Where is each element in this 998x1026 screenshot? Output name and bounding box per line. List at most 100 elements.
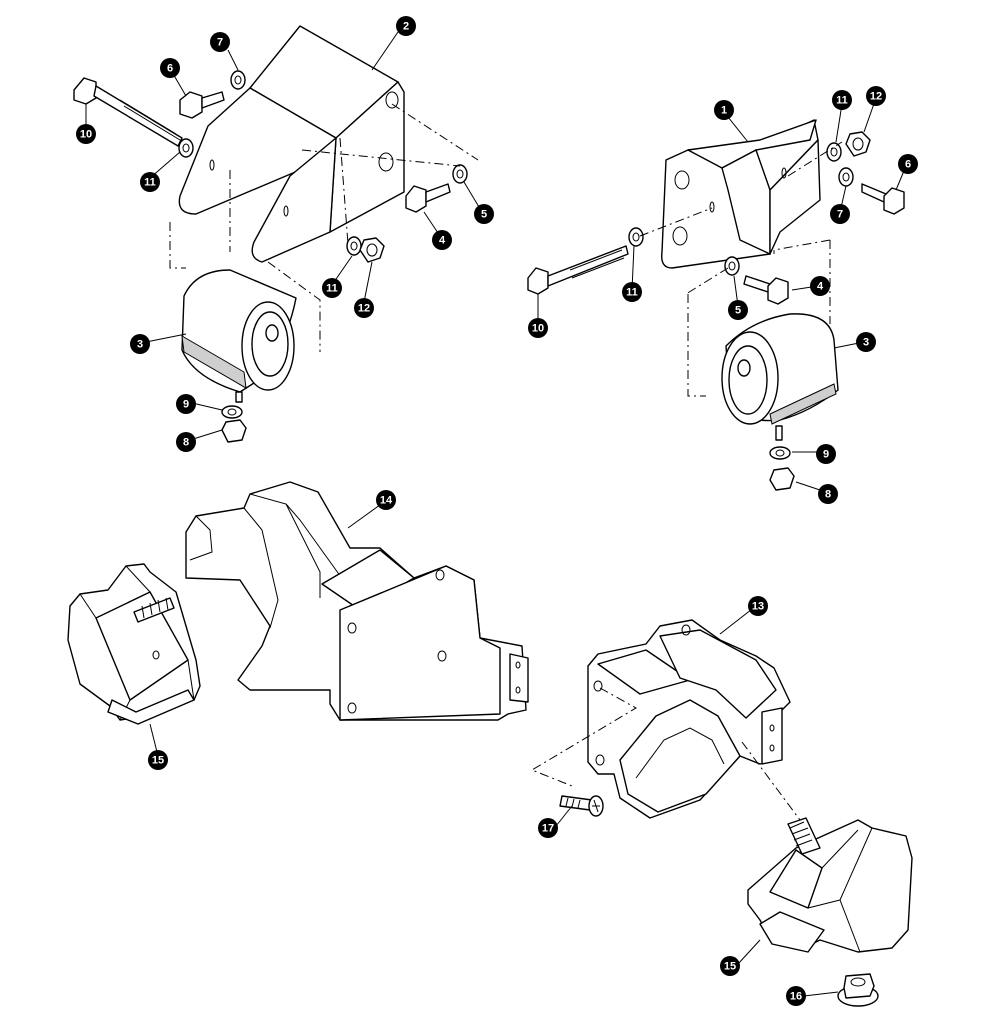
callout-number: 1 (721, 105, 727, 117)
callout-badge-c5: 5 (474, 204, 494, 224)
washer-part-r5 (724, 256, 740, 276)
callout-number: 10 (532, 323, 544, 335)
washer-part-7 (230, 70, 246, 90)
callout-badge-c8: 8 (176, 432, 196, 452)
rubber-mount-part-15 (67, 563, 201, 725)
callout-number: 17 (542, 823, 554, 835)
washer-part-r11 (826, 142, 842, 162)
callout-circle (866, 86, 886, 106)
callout-badge-r11b: 11 (622, 282, 642, 302)
callout-badge-c6: 6 (160, 58, 180, 78)
callout-circle (176, 432, 196, 452)
callout-number: 4 (817, 281, 824, 293)
callout-number: 6 (167, 63, 173, 75)
callout-badge-r12: 12 (866, 86, 886, 106)
callout-circle (816, 444, 836, 464)
assembly-top-left (73, 25, 483, 443)
bracket-part-13 (587, 619, 791, 819)
callout-circle (322, 278, 342, 298)
long-bolt-part-10 (73, 77, 183, 147)
callout-number: 11 (326, 283, 338, 295)
callout-badge-r6: 6 (898, 154, 918, 174)
callout-number: 11 (144, 177, 156, 189)
callout-badge-r9: 9 (816, 444, 836, 464)
callout-number: 5 (735, 305, 741, 317)
callout-number: 3 (137, 339, 143, 351)
washer-part-r11b (628, 227, 644, 247)
rubber-mount-part-r3 (721, 313, 839, 491)
callout-circle (830, 204, 850, 224)
callout-circle (714, 100, 734, 120)
callout-circle (786, 986, 806, 1006)
callout-badge-d17: 17 (538, 818, 558, 838)
callout-badge-r7: 7 (830, 204, 850, 224)
callout-number: 14 (380, 495, 393, 507)
callout-circle (748, 596, 768, 616)
nut-part-r12 (845, 131, 871, 157)
callout-badge-r4: 4 (810, 276, 830, 296)
washer-part-11 (178, 138, 194, 158)
washer-part-5 (452, 164, 468, 184)
bracket-part-2 (178, 25, 405, 263)
callout-badge-b15: 15 (148, 750, 168, 770)
callout-badge-r8: 8 (818, 484, 838, 504)
callout-badge-d13: 13 (748, 596, 768, 616)
callout-circle (76, 124, 96, 144)
callout-number: 10 (80, 129, 92, 141)
callout-number: 11 (836, 95, 848, 107)
callout-badge-b14: 14 (376, 490, 396, 510)
callout-circle (474, 204, 494, 224)
callout-circle (538, 818, 558, 838)
callout-badge-c2: 2 (396, 16, 416, 36)
callout-circle (832, 90, 852, 110)
callout-number: 15 (152, 755, 164, 767)
long-bolt-part-r10 (527, 245, 629, 295)
callout-number: 8 (825, 489, 831, 501)
callout-circle (160, 58, 180, 78)
callout-number: 6 (905, 159, 911, 171)
callout-number: 12 (870, 91, 882, 103)
callout-badge-c11b: 11 (322, 278, 342, 298)
callout-badge-r1: 1 (714, 100, 734, 120)
nut-part-12 (359, 237, 385, 263)
callout-circle (728, 300, 748, 320)
callout-number: 11 (626, 287, 638, 299)
callout-circle (396, 16, 416, 36)
callout-badge-c11: 11 (140, 172, 160, 192)
callout-circle (176, 394, 196, 414)
callout-badge-d15: 15 (720, 956, 740, 976)
callout-badge-r10: 10 (528, 318, 548, 338)
assembly-top-right (527, 97, 907, 493)
assembly-bottom-left (67, 481, 529, 757)
bracket-part-14 (185, 481, 529, 721)
callout-circle (354, 298, 374, 318)
callout-circle (528, 318, 548, 338)
callout-number: 9 (183, 399, 189, 411)
bracket-part-1 (661, 119, 821, 269)
bolt-part-r6 (861, 183, 905, 215)
callout-circle (210, 32, 230, 52)
callout-badge-c7: 7 (210, 32, 230, 52)
callout-number: 2 (403, 21, 409, 33)
callout-number: 15 (724, 961, 736, 973)
callout-badge-r11: 11 (832, 90, 852, 110)
callout-badge-r5: 5 (728, 300, 748, 320)
callout-number: 4 (439, 235, 446, 247)
bolt-part-r4 (743, 275, 789, 305)
callout-circle (376, 490, 396, 510)
washer-part-11b (346, 236, 362, 256)
callout-badge-c4: 4 (432, 230, 452, 250)
callout-number: 13 (752, 601, 764, 613)
callout-circle (622, 282, 642, 302)
flange-nut-part-16 (837, 973, 879, 1007)
assembly-bottom-right (530, 605, 913, 1007)
callout-number: 3 (863, 337, 869, 349)
callout-badge-r3: 3 (856, 332, 876, 352)
callout-circle (130, 334, 150, 354)
callout-circle (432, 230, 452, 250)
callout-number: 16 (790, 991, 802, 1003)
bolt-part-17 (559, 795, 604, 817)
callout-number: 9 (823, 449, 829, 461)
